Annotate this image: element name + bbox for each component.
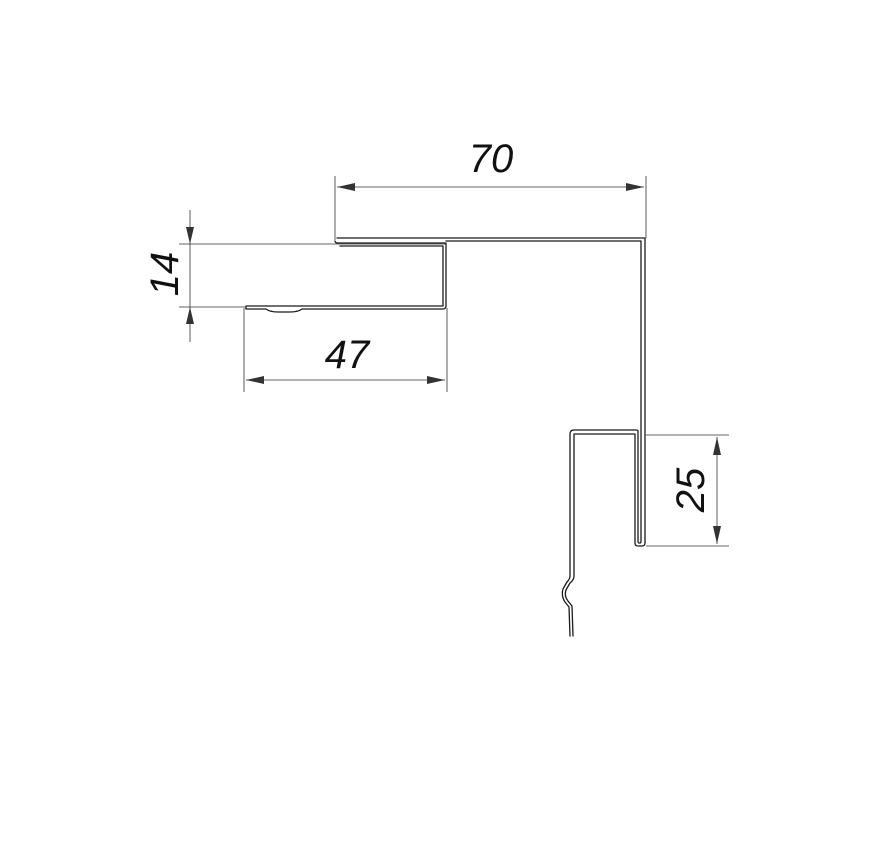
arrow-head-top: [186, 227, 194, 244]
dimension-flange-width: 47: [243, 308, 448, 392]
profile-inner-line: [245, 240, 447, 313]
profile-inner-line-2: [445, 240, 642, 637]
arrow-head-top: [713, 437, 721, 455]
arrow-head-bottom: [713, 526, 721, 544]
dimension-label-flange-width: 47: [325, 333, 371, 377]
profile-outer-line: [336, 237, 646, 637]
arrow-head-right: [626, 183, 644, 191]
dimension-label-top-width: 70: [469, 137, 514, 181]
arrow-head-left: [246, 376, 264, 384]
arrow-head-bottom: [186, 307, 194, 324]
dimension-label-flange-height: 14: [143, 252, 187, 297]
metal-profile: [245, 237, 646, 637]
dimension-drop-height: 25: [646, 434, 729, 547]
dimension-top-width: 70: [334, 137, 647, 240]
dimension-flange-height: 14: [143, 210, 446, 342]
arrow-head-left: [337, 183, 355, 191]
dimension-label-drop-height: 25: [669, 467, 713, 513]
arrow-head-right: [427, 376, 445, 384]
